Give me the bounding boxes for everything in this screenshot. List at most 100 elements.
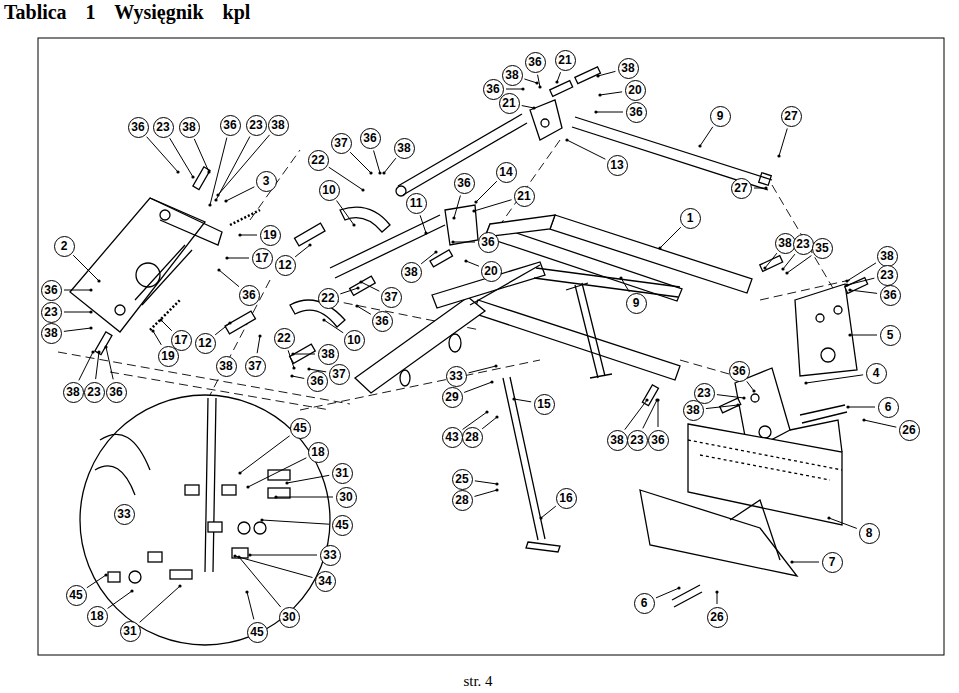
leader-tip [245, 590, 248, 593]
leader-tip [485, 410, 488, 413]
leader-tip [785, 271, 788, 274]
callout-number: 12 [195, 333, 216, 354]
callout-number: 10 [344, 330, 365, 351]
detail-circle [80, 395, 330, 645]
callout-number: 23 [246, 115, 267, 136]
leader-tip [228, 321, 231, 324]
leader-line [783, 254, 795, 269]
leader-tip [512, 397, 515, 400]
leader-line [96, 352, 99, 379]
callout-number: 25 [452, 469, 473, 490]
callout-number: 21 [514, 186, 535, 207]
leader-line [658, 400, 659, 427]
leader-tip [521, 87, 524, 90]
leader-tip [862, 418, 865, 421]
drawing-frame [38, 38, 944, 655]
leader-tip [494, 364, 497, 367]
callout-number: 10 [319, 180, 340, 201]
leader-tip [781, 267, 784, 270]
leader-tip [356, 286, 359, 289]
callout-number: 33 [320, 545, 341, 566]
leader-line [747, 381, 754, 391]
leader-tip [538, 85, 541, 88]
leader-line [292, 376, 304, 378]
leader-line [596, 112, 623, 113]
leader-line [787, 256, 811, 273]
callout-number: 38 [394, 138, 415, 159]
callout-number: 30 [279, 607, 300, 628]
callout-number: 38 [63, 382, 84, 403]
assembly-lines [58, 140, 850, 410]
callout-number: 38 [401, 262, 422, 283]
callout-number: 14 [496, 162, 517, 183]
leader-line [73, 255, 99, 281]
leader-tip [434, 250, 437, 253]
leader-tip [752, 389, 755, 392]
callout-number: 36 [307, 371, 328, 392]
leader-line [288, 350, 294, 368]
callout-number: 38 [877, 246, 898, 267]
leader-tip [216, 193, 219, 196]
leader-tip [645, 398, 648, 401]
leader-tip [619, 276, 622, 279]
callout-number: 16 [556, 488, 577, 509]
leader-line [621, 278, 629, 292]
callout-number: 20 [481, 261, 502, 282]
leader-line [717, 592, 718, 604]
leader-tip [777, 154, 780, 157]
leader-tip [159, 318, 162, 321]
leader-tip [495, 488, 498, 491]
leader-tip [214, 198, 217, 201]
leader-tip [89, 310, 92, 313]
leader-tip [359, 280, 362, 283]
leader-tip [233, 554, 236, 557]
leader-tip [207, 170, 210, 173]
callout-number: 35 [812, 238, 833, 259]
leader-tip [285, 481, 288, 484]
leader-line [194, 139, 209, 172]
leader-line [247, 592, 254, 619]
leader-tip [238, 233, 241, 236]
leader-tip [715, 590, 718, 593]
leader-tip [224, 199, 227, 202]
callout-number: 36 [648, 430, 669, 451]
leader-tip [742, 396, 745, 399]
leader-line [847, 278, 874, 285]
callout-number: 4 [866, 363, 887, 384]
callout-number: 38 [607, 430, 628, 451]
callout-number: 37 [329, 364, 350, 385]
leader-tip [848, 333, 851, 336]
leader-line [598, 71, 615, 76]
leader-line [482, 417, 497, 429]
callout-number: 9 [626, 293, 647, 314]
callout-number: 45 [247, 622, 268, 643]
callout-number: 23 [41, 302, 62, 323]
callout-number: 20 [625, 80, 646, 101]
leader-tip [104, 573, 107, 576]
leader-line [464, 382, 492, 392]
leader-tip [845, 283, 848, 286]
leader-tip [598, 93, 601, 96]
leader-tip [290, 374, 293, 377]
leader-tip [472, 209, 475, 212]
leader-tip [764, 186, 767, 189]
callout-number: 36 [454, 173, 475, 194]
leader-line [170, 138, 193, 177]
callout-number: 37 [245, 356, 266, 377]
callout-number: 12 [275, 255, 296, 276]
callout-number: 33 [114, 504, 135, 525]
callout-number: 38 [618, 58, 639, 79]
leader-tip [308, 243, 311, 246]
callout-number: 36 [729, 361, 750, 382]
callout-number: 45 [66, 585, 87, 606]
callout-number: 45 [290, 418, 311, 439]
leader-tip [151, 329, 154, 332]
leader-line [421, 252, 436, 264]
leader-line [454, 196, 460, 219]
leader-tip [97, 350, 100, 353]
leader-line [829, 518, 857, 528]
callout-number: 30 [336, 487, 357, 508]
leader-line [765, 253, 777, 268]
page-title: Tablica 1 Wysięgnik kpl [4, 1, 250, 24]
